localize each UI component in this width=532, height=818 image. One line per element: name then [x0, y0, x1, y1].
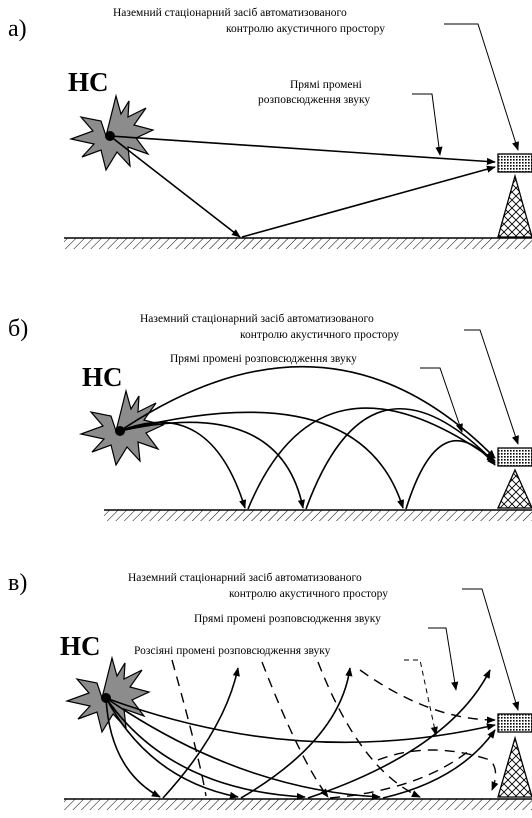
- device-label-c-1: Наземний стаціонарний засіб автоматизова…: [128, 572, 362, 584]
- direct-pointer-a: [412, 93, 443, 156]
- device-label-b-2: контролю акустичного простору: [240, 329, 399, 341]
- arc-up-b-1: [247, 407, 496, 510]
- ray-down-c-1: [105, 697, 161, 798]
- source-label-c: НС: [60, 631, 101, 661]
- arc-down-b-2: [119, 421, 305, 509]
- scatter-ray-c-5: [377, 749, 499, 791]
- direct-ray-c: [105, 697, 496, 744]
- ground-c: [64, 799, 532, 810]
- scatter-ray-c-6: [329, 749, 471, 799]
- ray-up-c-4: [382, 729, 496, 799]
- device-pointer-a: [444, 23, 519, 151]
- source-label-b: НС: [82, 362, 123, 392]
- ray-down-c-4: [105, 697, 381, 801]
- device-pointer-c: [462, 588, 520, 711]
- arc-up-b-3: [405, 439, 496, 510]
- scatter-ray-c-3: [317, 661, 421, 798]
- ray-up-c-2: [240, 667, 353, 799]
- panel-a: а) НС Наземний стаціонарний засіб автома…: [8, 7, 532, 249]
- source-label-a: НС: [68, 67, 109, 97]
- direct-label-a-2: розповсюдження звуку: [258, 94, 370, 106]
- scatter-pointer-c: [404, 659, 438, 736]
- device-label-c-2: контролю акустичного простору: [229, 588, 388, 600]
- scatter-ray-c-1: [171, 659, 207, 797]
- panel-b-letter: б): [8, 316, 28, 342]
- direct-label-c: Прямі промені розповсюдження звуку: [194, 613, 381, 625]
- direct-ray-a: [109, 135, 496, 166]
- direct-pointer-b: [420, 367, 463, 433]
- direct-label-b: Прямі промені розповсюдження звуку: [170, 353, 357, 365]
- direct-arc-b: [119, 365, 496, 459]
- ray-up-c-3: [307, 669, 491, 799]
- device-label-b-1: Наземний стаціонарний засіб автоматизова…: [140, 313, 374, 325]
- panel-a-letter: а): [8, 16, 27, 42]
- panel-c: в) НС Наземний стаціонарний засіб автома…: [8, 570, 532, 810]
- tower-c: [497, 735, 532, 798]
- arc-down-b-1: [119, 421, 247, 509]
- device-pointer-b: [464, 329, 519, 445]
- scatter-ray-c-4: [359, 669, 496, 724]
- ray-down-c-2: [105, 697, 239, 799]
- receiver-b: [497, 447, 532, 467]
- scatter-label-c: Розсіяні промені розповсюдження звуку: [134, 645, 331, 657]
- reflected-ray-a-1: [109, 135, 241, 238]
- device-label-a-1: Наземний стаціонарний засіб автоматизова…: [113, 7, 347, 19]
- receiver-c: [497, 713, 532, 733]
- reflected-ray-a-2: [241, 165, 496, 238]
- scatter-ray-c-2: [261, 661, 329, 798]
- panel-b: б) НС Наземний стаціонарний засіб автома…: [8, 313, 532, 521]
- tower-b: [496, 468, 532, 509]
- ray-up-c-1: [162, 667, 240, 799]
- direct-pointer-c: [428, 627, 459, 691]
- direct-label-a-1: Прямі промені: [290, 79, 362, 91]
- ground-a: [64, 238, 532, 249]
- arc-down-b-3: [119, 411, 405, 509]
- tower-a: [497, 173, 532, 238]
- panel-c-letter: в): [8, 570, 27, 596]
- device-label-a-2: контролю акустичного простору: [226, 23, 385, 35]
- ground-b: [104, 510, 532, 521]
- receiver-a: [497, 153, 532, 173]
- arc-up-b-2: [305, 408, 496, 510]
